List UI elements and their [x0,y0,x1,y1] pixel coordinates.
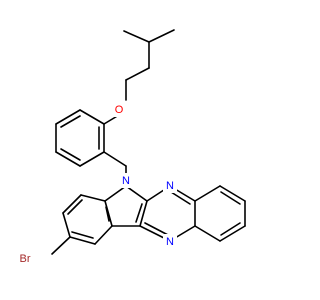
bond-chain-2 [125,67,150,81]
bond-ring-ch2 [103,151,127,167]
bond-methyl-left [123,30,150,43]
structure-canvas: O N N N Br [19,29,246,265]
indole-five-ring [104,185,148,227]
bromine-atom: Br [20,253,31,265]
bond-methyl-right [148,29,175,43]
benzyl-ring [55,109,105,167]
benzo-ring [62,194,113,245]
isopentyl-chain [123,29,175,101]
oxygen-atom: O [115,104,124,116]
quinoxaline-benzo-ring [194,185,246,242]
pyrazine-ring [139,185,196,242]
bond-c-br [51,236,71,255]
pyrazine-nitrogen-top-atom: N [166,180,174,192]
pyrazine-nitrogen-bottom-atom: N [166,236,174,248]
indole-nitrogen-atom: N [122,175,130,187]
molecule-diagram: O N N N Br [19,29,246,265]
